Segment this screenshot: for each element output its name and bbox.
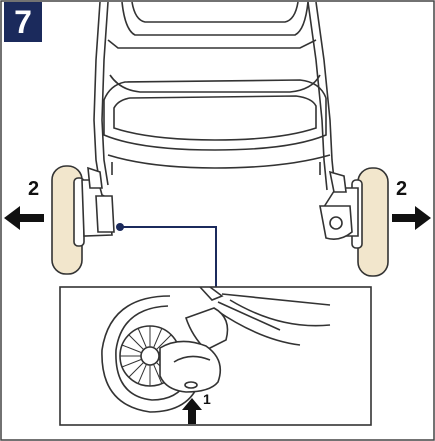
right-arrow-label: 2	[396, 178, 408, 200]
arrow-right-icon	[392, 206, 431, 230]
inset-arrow-label: 1	[203, 391, 211, 407]
right-wheel	[319, 167, 389, 277]
arrow-left-icon	[4, 206, 44, 230]
step-number-badge: 7	[4, 2, 42, 42]
left-wheel	[51, 165, 115, 275]
stroller-frame	[93, 1, 336, 191]
left-arrow-label: 2	[28, 178, 40, 200]
callout-line	[116, 223, 217, 287]
inset-wheel-detail	[101, 286, 331, 413]
arrow-up-icon	[182, 398, 202, 424]
